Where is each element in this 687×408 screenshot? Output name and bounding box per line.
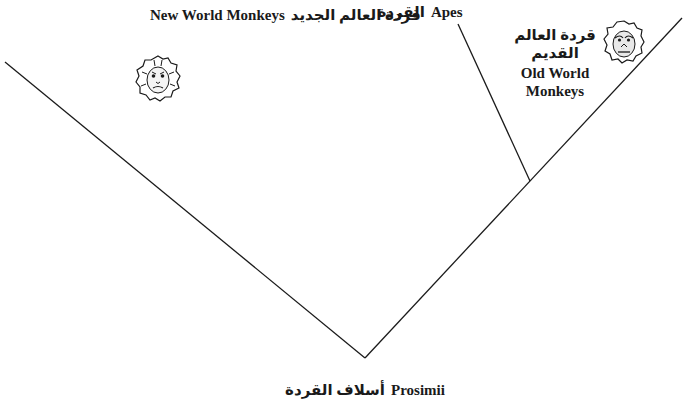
apes-branch	[458, 24, 530, 181]
apes-label: القردة Apes	[377, 3, 462, 21]
prosimii-label: أسلاف القردة Prosimii	[285, 381, 445, 399]
branch-label: New World Monkeys	[150, 6, 285, 24]
branch-label: أسلاف القردة	[285, 381, 385, 399]
branch-label: Apes	[431, 3, 463, 21]
monkey-face-icon	[136, 56, 180, 101]
branch-label: القردة	[377, 3, 424, 21]
new-world-branch	[5, 62, 365, 358]
branch-label: Prosimii	[391, 381, 445, 399]
branch-label: قردة العالم القديم	[507, 26, 603, 62]
old-world-label: قردة العالم القديمOld World Monkeys	[507, 26, 603, 100]
monkey-face-icon	[604, 21, 644, 63]
old-world-branch	[365, 18, 682, 358]
branch-label: Old World Monkeys	[507, 64, 603, 100]
